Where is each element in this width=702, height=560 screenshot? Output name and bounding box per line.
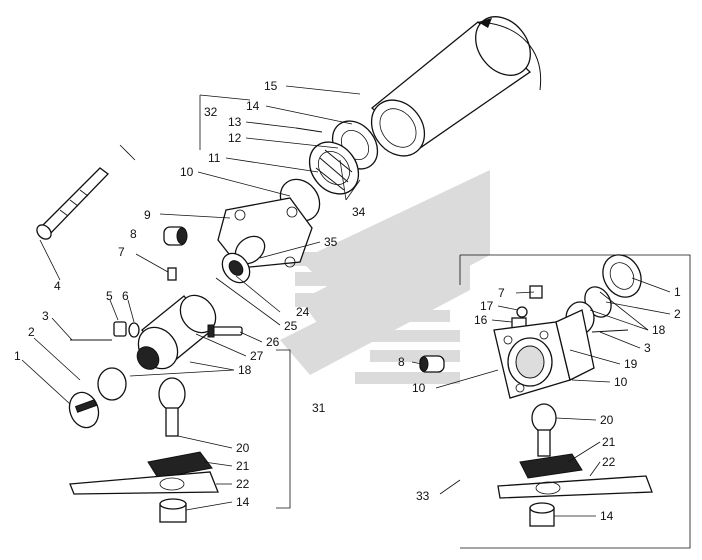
plug-8-right	[419, 355, 445, 373]
callout-6: 6	[122, 289, 129, 303]
callout-21: 21	[236, 459, 250, 473]
nut-14-left	[159, 498, 187, 523]
callout-r-33: 33	[416, 489, 430, 503]
callout-35: 35	[324, 235, 338, 249]
callout-10: 10	[180, 165, 194, 179]
callout-8: 8	[130, 227, 137, 241]
rotation-arrow-head	[478, 18, 492, 28]
callout-r-2: 2	[674, 307, 681, 321]
callout-11: 11	[208, 151, 221, 165]
callout-18: 18	[238, 363, 252, 377]
callout-34: 34	[352, 205, 366, 219]
screw-26	[207, 324, 243, 338]
bracket-22-right	[497, 475, 653, 499]
callout-12: 12	[228, 131, 242, 145]
rotation-arrow	[479, 21, 542, 91]
callout-r-14: 14	[600, 509, 614, 523]
pin-13	[295, 127, 323, 133]
pin-3-right	[591, 329, 629, 333]
bolt-4	[36, 167, 109, 240]
callout-r-21: 21	[602, 435, 616, 449]
pin-17-right	[516, 306, 528, 318]
knob-1	[68, 391, 100, 429]
callout-20: 20	[236, 441, 250, 455]
callout-24: 24	[296, 305, 310, 319]
callout-7: 7	[118, 245, 125, 259]
callout-2: 2	[28, 325, 35, 339]
bracket-22	[69, 471, 219, 495]
body-27	[136, 294, 217, 370]
callout-r-16: 16	[474, 313, 488, 327]
leader-lines-right	[411, 277, 671, 517]
group-31-bracket	[276, 349, 291, 509]
nut-5	[113, 321, 127, 337]
callout-27: 27	[250, 349, 264, 363]
housing-10-right	[493, 309, 595, 399]
right-panel-frame	[460, 254, 691, 549]
callout-r-18: 18	[652, 323, 666, 337]
callouts-right: 7 17 16 1 2 18 3 19 10 10 8 20 21 22 33 …	[398, 285, 681, 523]
callouts-left: 15 14 13 12 32 11 10 9 8 34 35 7 4 5 6 3…	[14, 79, 366, 509]
callout-5: 5	[106, 289, 113, 303]
fitting-7	[167, 267, 177, 281]
callout-3: 3	[42, 309, 49, 323]
callout-14: 14	[246, 99, 260, 113]
cylinder-15	[370, 16, 532, 157]
washer-6	[128, 322, 140, 338]
callout-4: 4	[54, 279, 61, 293]
callout-14-lower: 14	[236, 495, 250, 509]
nut-14-right	[529, 502, 555, 527]
spring-cage-34	[308, 141, 360, 195]
callout-r-10-left: 10	[412, 381, 426, 395]
callout-r-20: 20	[600, 413, 614, 427]
callout-r-19: 19	[624, 357, 638, 371]
callout-1: 1	[14, 349, 21, 363]
leader-lines-left	[21, 85, 361, 511]
callout-25: 25	[284, 319, 298, 333]
bolt-4-guide	[119, 144, 136, 161]
callout-r-3: 3	[644, 341, 651, 355]
callout-r-10: 10	[614, 375, 628, 389]
callout-r-22: 22	[602, 455, 616, 469]
eyebolt-20	[158, 377, 186, 437]
callout-r-8: 8	[398, 355, 405, 369]
rotor-1-right	[602, 254, 642, 298]
callout-22: 22	[236, 477, 250, 491]
callout-26: 26	[266, 335, 280, 349]
eyebolt-20-right	[531, 403, 557, 457]
callout-31: 31	[312, 401, 326, 415]
callout-r-7: 7	[498, 286, 505, 300]
connector-35	[221, 252, 251, 284]
callout-32: 32	[204, 105, 218, 119]
callout-r-1: 1	[674, 285, 681, 299]
plug-8	[163, 226, 188, 246]
ball-2	[97, 367, 127, 401]
plate-21	[147, 451, 213, 479]
callout-9: 9	[144, 208, 151, 222]
callout-13: 13	[228, 115, 242, 129]
callout-15: 15	[264, 79, 278, 93]
plate-21-right	[519, 453, 583, 479]
callout-r-17: 17	[480, 299, 494, 313]
